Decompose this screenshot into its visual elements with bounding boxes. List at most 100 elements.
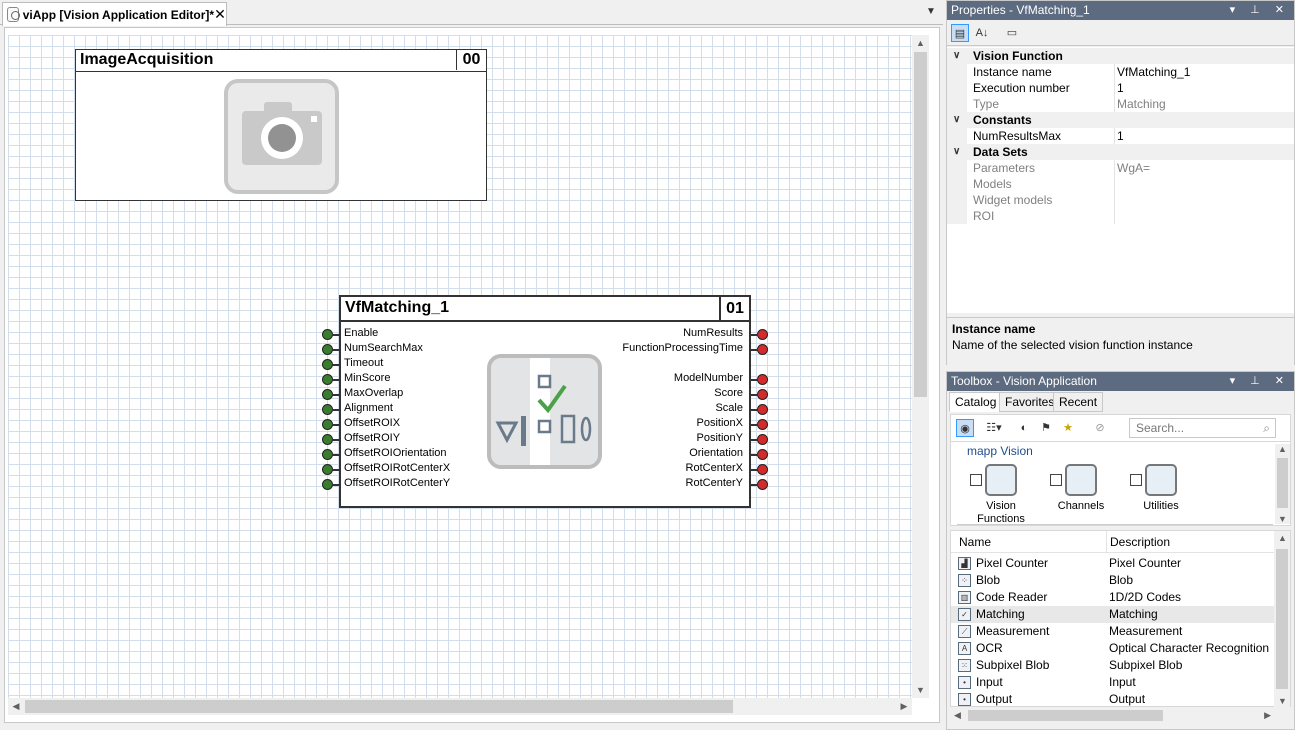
favorite-star-icon[interactable]: ★ <box>1063 422 1073 434</box>
diagram-canvas[interactable]: ImageAcquisition 00 VfMatching_1 01 <box>8 35 913 698</box>
tab-recent[interactable]: Recent <box>1053 392 1104 412</box>
tab-favorites[interactable]: Favorites <box>999 392 1061 412</box>
property-row[interactable]: Models <box>947 176 1294 192</box>
property-category[interactable]: ∨Data Sets <box>947 144 1294 160</box>
sort-alphabetical-icon[interactable]: A↓ <box>975 27 989 39</box>
output-port[interactable] <box>749 448 768 462</box>
scroll-down-icon[interactable]: ▼ <box>916 685 925 695</box>
list-horizontal-scrollbar[interactable]: ◀ ▶ <box>950 707 1291 724</box>
filter-icon[interactable]: ⊘ <box>1095 422 1105 434</box>
output-port-label: FunctionProcessingTime <box>622 342 743 354</box>
scroll-down-icon[interactable]: ▼ <box>1278 696 1287 706</box>
input-port[interactable] <box>322 448 341 462</box>
checkbox[interactable] <box>1050 474 1062 486</box>
input-port[interactable] <box>322 358 341 372</box>
collapse-chevron-icon[interactable]: ∨ <box>953 114 961 125</box>
property-category[interactable]: ∨Vision Function <box>947 48 1294 64</box>
scroll-left-icon[interactable]: ◀ <box>954 710 961 720</box>
close-icon[interactable]: ✕ <box>214 6 226 22</box>
input-port[interactable] <box>322 373 341 387</box>
scroll-thumb[interactable] <box>1277 458 1288 508</box>
scroll-up-icon[interactable]: ▲ <box>1278 533 1287 543</box>
item-description: Subpixel Blob <box>1109 658 1183 672</box>
input-port[interactable] <box>322 403 341 417</box>
column-header-name[interactable]: Name <box>959 535 992 549</box>
checkbox[interactable] <box>1130 474 1142 486</box>
categorized-icon[interactable]: ▤ <box>951 24 969 42</box>
search-icon[interactable]: ⌕ <box>1263 421 1270 435</box>
image-acquisition-block[interactable]: ImageAcquisition 00 <box>75 49 487 201</box>
input-port[interactable] <box>322 343 341 357</box>
scroll-left-icon[interactable]: ◀ <box>12 701 20 711</box>
collapse-chevron-icon[interactable]: ∨ <box>953 146 961 157</box>
output-port[interactable] <box>749 463 768 477</box>
input-port[interactable] <box>322 433 341 447</box>
scroll-up-icon[interactable]: ▲ <box>916 38 925 48</box>
canvas-vertical-scrollbar[interactable]: ▲ ▼ <box>912 35 929 698</box>
output-port[interactable] <box>749 343 768 357</box>
property-value[interactable]: Matching <box>1117 97 1166 111</box>
input-port[interactable] <box>322 388 341 402</box>
input-port[interactable] <box>322 418 341 432</box>
search-input[interactable]: Search... ⌕ <box>1129 418 1276 438</box>
catalog-scrollbar[interactable]: ▲ ▼ <box>1275 444 1290 524</box>
output-port[interactable] <box>749 403 768 417</box>
tab-catalog[interactable]: Catalog <box>949 392 1003 412</box>
chevron-down-icon[interactable]: ▼ <box>926 6 936 17</box>
property-value[interactable]: WgA= <box>1117 161 1151 175</box>
input-port[interactable] <box>322 478 341 492</box>
property-row[interactable]: ROI <box>947 208 1294 224</box>
canvas-horizontal-scrollbar[interactable]: ◀ ▶ <box>8 698 912 715</box>
property-category[interactable]: ∨Constants <box>947 112 1294 128</box>
scroll-right-icon[interactable]: ▶ <box>1264 710 1271 720</box>
scroll-thumb[interactable] <box>968 710 1163 721</box>
output-port[interactable] <box>749 478 768 492</box>
property-value[interactable]: 1 <box>1117 129 1124 143</box>
scroll-down-icon[interactable]: ▼ <box>1278 514 1287 524</box>
scroll-thumb[interactable] <box>1276 549 1288 689</box>
document-tab[interactable]: viApp [Vision Application Editor]* ✕ <box>2 2 227 26</box>
output-port[interactable] <box>749 388 768 402</box>
output-port[interactable] <box>749 328 768 342</box>
output-port[interactable] <box>749 373 768 387</box>
grid-view-icon[interactable]: ◉ <box>956 419 974 437</box>
list-vertical-scrollbar[interactable]: ▲ ▼ <box>1274 531 1290 708</box>
input-port[interactable] <box>322 463 341 477</box>
scroll-up-icon[interactable]: ▲ <box>1278 444 1287 454</box>
scroll-right-icon[interactable]: ▶ <box>900 701 908 711</box>
property-value[interactable]: VfMatching_1 <box>1117 65 1191 79</box>
output-port[interactable] <box>749 418 768 432</box>
view-mode-dropdown-icon[interactable]: ☷▾ <box>986 422 1002 434</box>
library-icon[interactable]: ⚑ <box>1041 422 1051 434</box>
checkbox[interactable] <box>970 474 982 486</box>
scroll-thumb[interactable] <box>25 700 733 713</box>
property-value[interactable]: 1 <box>1117 81 1124 95</box>
property-row[interactable]: Widget models <box>947 192 1294 208</box>
column-header-description[interactable]: Description <box>1106 531 1170 553</box>
scroll-thumb[interactable] <box>914 52 927 397</box>
input-port-label: MinScore <box>344 372 391 384</box>
collapse-chevron-icon[interactable]: ∨ <box>953 50 961 61</box>
output-port[interactable] <box>749 433 768 447</box>
property-pages-icon[interactable]: ▭ <box>1006 27 1018 39</box>
pane-window-controls[interactable]: ▾ ⊥ ✕ <box>1229 375 1290 387</box>
camera-group-icon[interactable]: ◐ <box>1020 422 1028 434</box>
input-port[interactable] <box>322 328 341 342</box>
pane-window-controls[interactable]: ▾ ⊥ ✕ <box>1229 4 1290 16</box>
